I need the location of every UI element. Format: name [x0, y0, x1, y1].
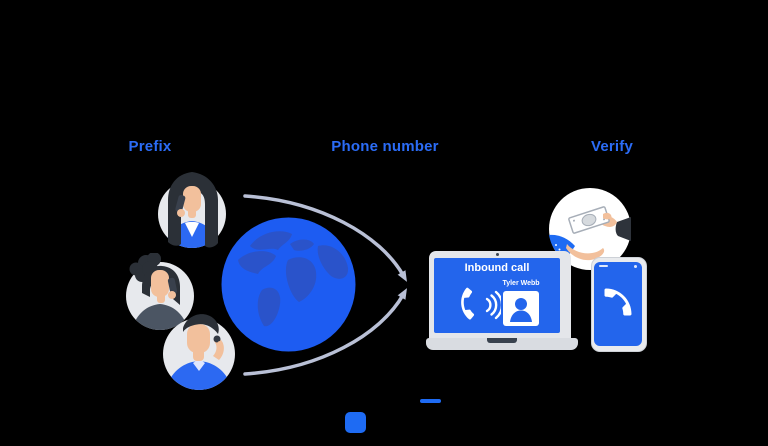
- label-verify: Verify: [590, 138, 634, 155]
- flow-arrows-icon: [243, 194, 407, 376]
- sound-waves-icon: [485, 290, 501, 320]
- face: [187, 324, 210, 353]
- globe-continents: [238, 231, 349, 327]
- watermark-dash: [420, 399, 441, 403]
- avatar-woman-long-hair: [158, 172, 226, 248]
- phone-handset-icon: [604, 288, 632, 316]
- arrow-top: [243, 194, 407, 282]
- pinching-fingers: [603, 212, 612, 220]
- contact-person-icon: [510, 298, 532, 322]
- label-prefix: Prefix: [128, 138, 172, 155]
- inbound-call-title: Inbound call: [464, 262, 530, 274]
- laptop-base: [426, 338, 578, 350]
- globe-icon: [221, 217, 356, 352]
- hair: [183, 314, 219, 334]
- face: [151, 270, 169, 297]
- open-hand: [566, 244, 605, 261]
- hair: [168, 172, 218, 248]
- caller-name: Tyler Webb: [502, 280, 540, 287]
- arrow-bottom: [243, 288, 407, 376]
- avatar-woman-curly-hair: [126, 253, 194, 330]
- status-bar-dash: [599, 265, 608, 267]
- watermark-logo-square[interactable]: [345, 412, 366, 433]
- smartphone-screen: [594, 262, 642, 346]
- laptop-screen: Inbound call Tyler Webb: [434, 258, 560, 333]
- contact-card: [503, 291, 539, 326]
- receiver-sleeve: [615, 217, 631, 241]
- webcam-dot-icon: [496, 253, 499, 256]
- top-garment: [132, 304, 188, 330]
- hand-and-earpiece-icon: [213, 335, 224, 360]
- handheld-phone-icon: [175, 195, 186, 217]
- laptop: Inbound call Tyler Webb: [426, 250, 578, 350]
- avatar-man: [163, 314, 235, 390]
- smartphone: [591, 257, 647, 352]
- handheld-phone-icon: [167, 277, 178, 299]
- shirt: [165, 361, 233, 390]
- camera-dot-icon: [634, 264, 637, 268]
- ringing-phone-icon: [461, 287, 501, 320]
- label-phone-number: Phone number: [331, 138, 439, 155]
- laptop-base-notch: [487, 338, 517, 343]
- face: [183, 186, 201, 212]
